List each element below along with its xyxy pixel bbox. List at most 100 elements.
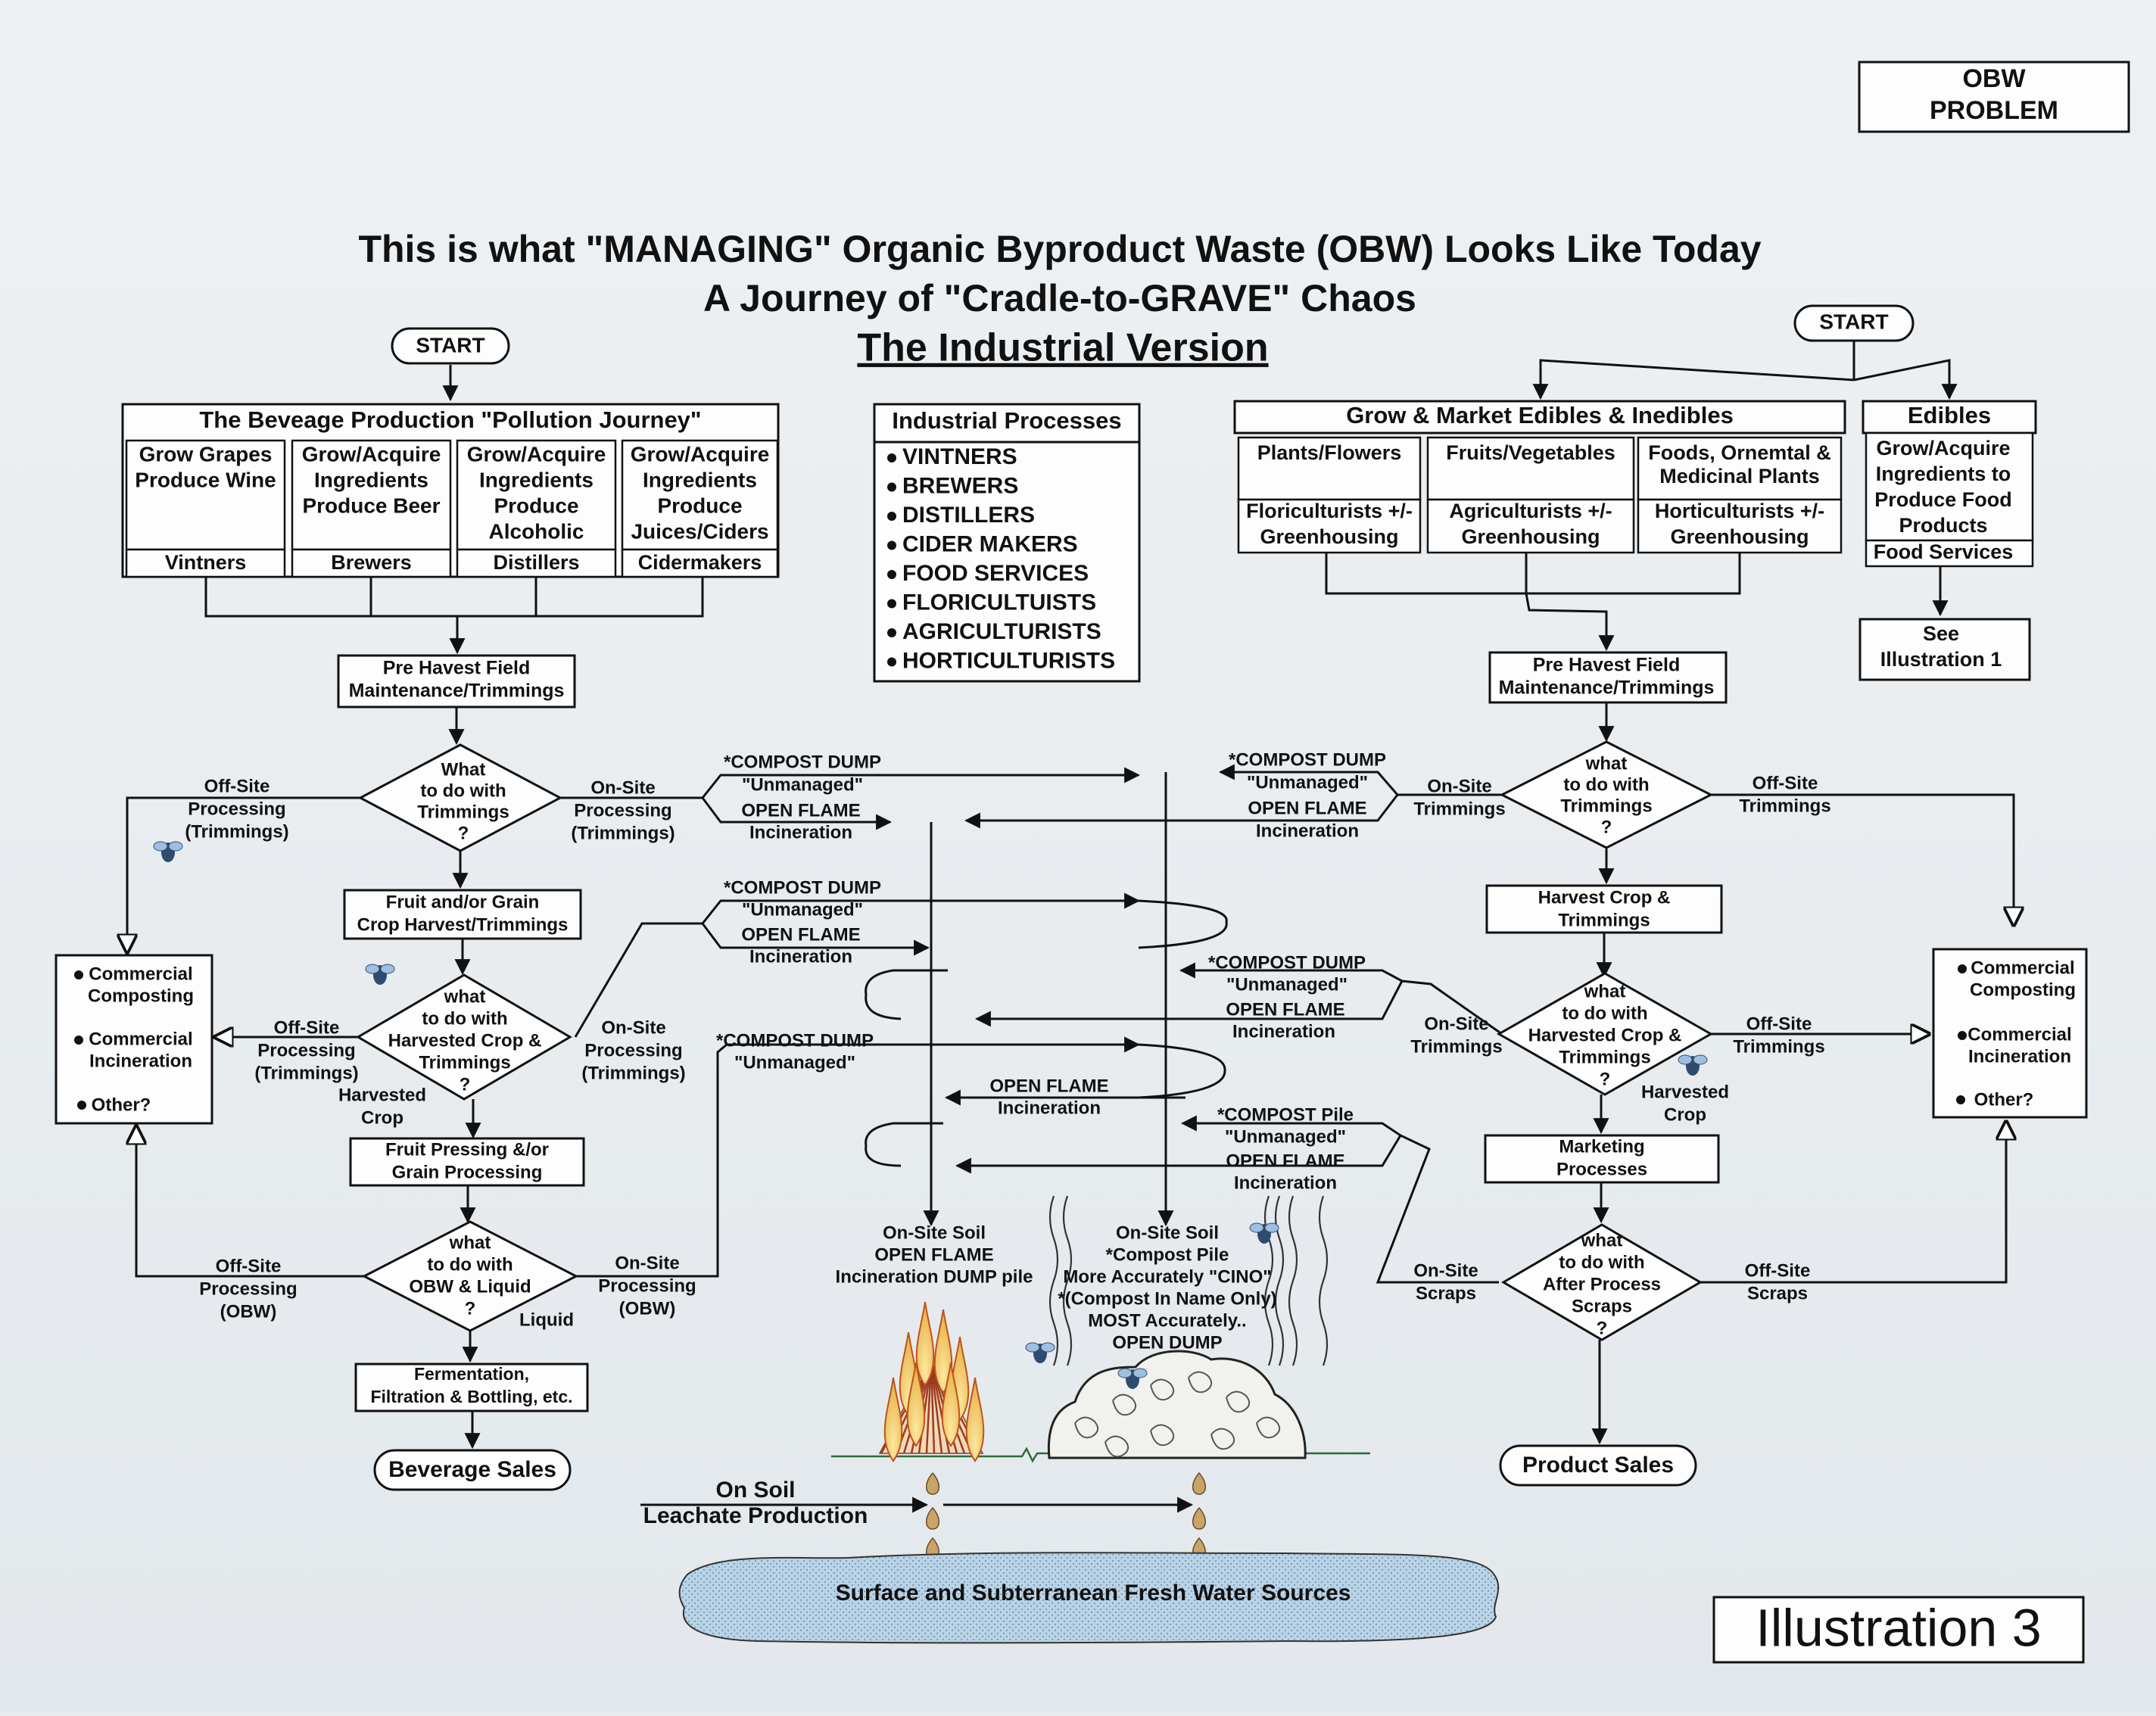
start-pill-right [1793,304,1915,342]
see-illustration-box [1858,618,2031,681]
fermentation-line: Filtration & Bottling, etc. [370,1387,572,1406]
grow-col-top: Foods, Ornemtal & [1648,441,1831,464]
leachate-label: On Soil [716,1478,796,1503]
harvest-left [343,889,582,940]
onsite-left-1-flame [701,797,893,830]
decision-right-2 [1496,972,1714,1096]
industrial-item: BREWERS [902,473,1018,498]
edibles-line: Ingredients to [1876,462,2011,485]
odor-line [1274,1195,1285,1366]
soil-right-line: OPEN DUMP [1112,1332,1222,1353]
disposal-item: Commercial [89,1029,192,1049]
onsite-label: Processing [584,1040,682,1060]
onsite-label: Trimmings [1413,799,1505,819]
beverage-col-line: Alcoholic [488,519,584,543]
onsite-label: Scraps [1416,1283,1476,1303]
unmanaged-label: "Unmanaged" [1226,974,1348,995]
flame-icon [906,1362,926,1447]
open-flame-label: OPEN FLAME [741,924,860,945]
flame-icon [965,1377,985,1462]
decision-text: Harvested Crop & [1528,1025,1682,1045]
beverage-footer-3 [621,548,779,578]
fly-wing [1249,1222,1264,1233]
pile-texture [1150,1424,1175,1447]
grow-column-top-1 [1426,436,1635,501]
soil-right-line: More Accurately "CINO" [1063,1266,1271,1287]
offsite-left-3 [136,1126,364,1278]
offsite-label: Processing [188,799,285,819]
compost-dump-label: *COMPOST DUMP [1208,952,1366,973]
edibles-header-box [1862,400,2037,434]
onsite-right-2-flame [974,980,1404,1027]
decision-text: ? [460,1074,471,1095]
fly-wing [365,964,380,974]
industrial-item: CIDER MAKERS [902,531,1078,556]
fly-wing [1678,1054,1693,1065]
offsite-label: Scraps [1747,1283,1808,1303]
decision-text: to do with [1563,774,1649,795]
offsite-label: (Trimmings) [254,1063,358,1083]
edibles-line: Grow/Acquire [1876,437,2010,459]
soil-left-line: OPEN FLAME [874,1244,993,1265]
decision-left-2 [356,973,572,1101]
industrial-header-box [873,403,1141,444]
preharvest-line: Pre Havest Field [1533,655,1681,676]
soil-right-line: *Compost Pile [1106,1244,1229,1265]
offsite-label: Off-Site [274,1017,340,1038]
unmanaged-label: "Unmanaged" [734,1052,855,1073]
unmanaged-label: "Unmanaged" [742,899,863,920]
fly-wing [380,964,395,974]
marketing-box [1484,1134,1720,1184]
decision-text: Trimmings [1559,1047,1650,1067]
offsite-label: Off-Site [216,1256,282,1276]
badge-line: PROBLEM [1930,96,2058,125]
industrial-header: Industrial Processes [892,407,1121,434]
preharvest-right [1488,651,1728,704]
decision-text: OBW & Liquid [409,1276,531,1297]
beverage-sales-label: Beverage Sales [388,1457,556,1482]
beverage-col-line: Produce [494,494,578,517]
incineration-label: Incineration [1232,1021,1335,1042]
loop-left-1 [865,969,948,1020]
grow-col-top: Medicinal Plants [1659,465,1820,487]
bullet-dot [887,482,896,492]
harvested-crop-label: Harvested [338,1085,426,1105]
beverage-col-line: Ingredients [314,468,428,491]
beverage-footer-1 [291,548,452,578]
open-flame-label: OPEN FLAME [989,1076,1108,1096]
onsite-label: Trimmings [1410,1036,1502,1057]
grow-col-bottom: Floriculturists +/- [1246,500,1413,522]
pressing-line: Fruit Pressing &/or [385,1139,549,1160]
industrial-item: FLORICULTUISTS [902,590,1096,615]
soil-left-line: Incineration DUMP pile [836,1266,1033,1287]
offsite-label: Processing [199,1278,297,1299]
grow-col-top: Fruits/Vegetables [1446,441,1615,464]
grow-merge-lines [1325,553,1741,649]
start-label: START [416,333,484,357]
disposal-item: Composting [1970,979,2076,1000]
onsite-right-1-flame [964,794,1399,829]
offsite-label: Trimmings [1739,796,1830,816]
compost-dump-label: *COMPOST DUMP [724,877,881,898]
harvested-crop-label: Crop [1664,1104,1706,1125]
beverage-col-line: Juices/Ciders [631,519,768,543]
offsite-right-3 [1700,1122,2006,1284]
beverage-column-0 [125,439,286,551]
see-line: See [1923,622,1959,645]
offsite-label: Off-Site [1753,773,1818,793]
grow-col-bottom: Agriculturists +/- [1449,500,1612,522]
bullet-dot [74,1036,83,1045]
decision-right-1 [1499,740,1714,849]
decision-left-3 [361,1220,579,1332]
disposal-item: Commercial [89,964,192,984]
fly-wing [1117,1368,1133,1378]
grow-col-top: Plants/Flowers [1257,441,1402,464]
onsite-label: On-Site [601,1017,665,1038]
industrial-item: VINTNERS [902,444,1017,469]
decision-text: to do with [1559,1252,1644,1272]
decision-text: Trimmings [417,802,509,822]
preharvest-line: Maintenance/Trimmings [349,680,565,702]
decision-text: to do with [427,1254,513,1275]
onsite-label: On-Site [615,1253,679,1273]
illustration-label-box [1712,1596,2085,1664]
